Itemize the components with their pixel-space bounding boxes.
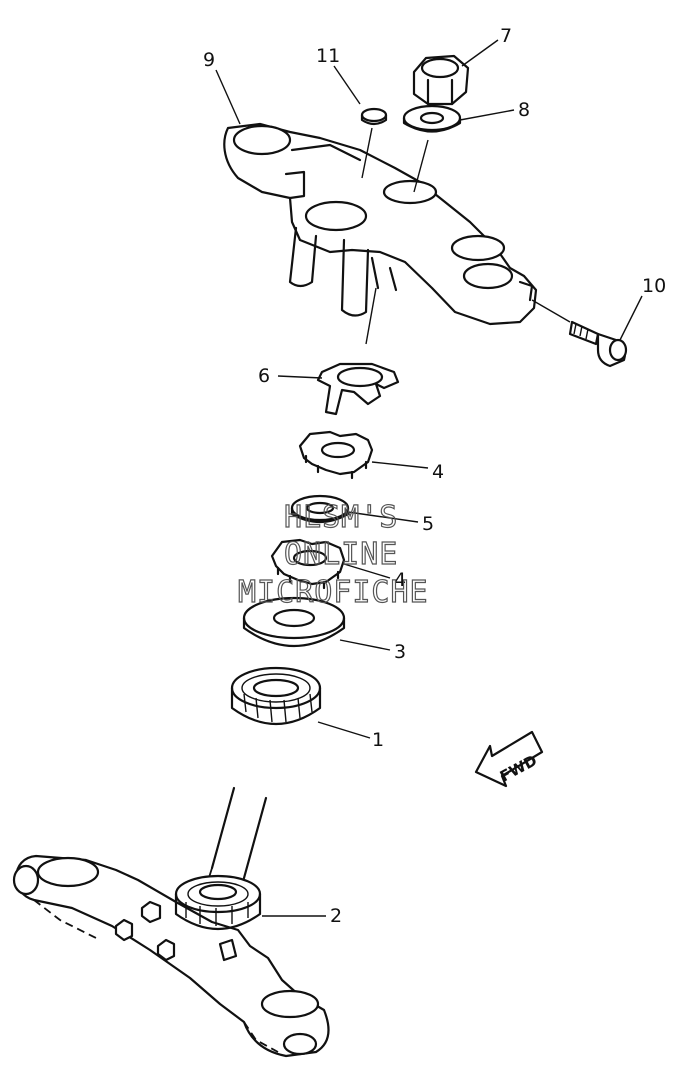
rubber-washer	[290, 494, 350, 524]
callout-3: 3	[394, 641, 406, 663]
bearing-dust-seal	[242, 596, 346, 647]
steering-stem-nut	[412, 54, 470, 193]
lock-washer	[316, 362, 400, 416]
watermark-line-1: HLSM'S	[284, 500, 398, 535]
watermark-line-2: ONLINE	[284, 537, 398, 572]
callout-10: 10	[642, 275, 666, 297]
callout-6: 6	[258, 365, 270, 387]
lower-bearing	[174, 874, 262, 931]
cap-plug	[360, 107, 388, 179]
ring-nut-lower	[270, 538, 346, 590]
lower-triple-clamp	[12, 854, 330, 1058]
pinch-bolt	[531, 299, 628, 368]
watermark-line-3: MICROFICHE	[238, 575, 429, 610]
callout-4-upper: 4	[432, 461, 444, 483]
callout-5: 5	[422, 513, 434, 535]
callouts: 9 11 7 8 10 6 4 5 4 3 1 2	[203, 25, 666, 927]
upper-bearing	[230, 666, 322, 725]
callout-11: 11	[316, 45, 340, 67]
callout-1: 1	[372, 729, 384, 751]
leader-lines	[215, 39, 643, 917]
upper-triple-clamp	[223, 122, 538, 345]
callout-2: 2	[330, 905, 342, 927]
callout-9: 9	[203, 49, 215, 71]
callout-4-lower: 4	[394, 569, 406, 591]
watermark: HLSM'S ONLINE MICROFICHE	[237, 499, 429, 610]
callout-8: 8	[518, 99, 530, 121]
callout-7: 7	[500, 25, 512, 47]
washer	[402, 104, 462, 133]
ring-nut-upper	[298, 430, 374, 480]
fwd-direction-arrow: FWD	[474, 730, 544, 788]
